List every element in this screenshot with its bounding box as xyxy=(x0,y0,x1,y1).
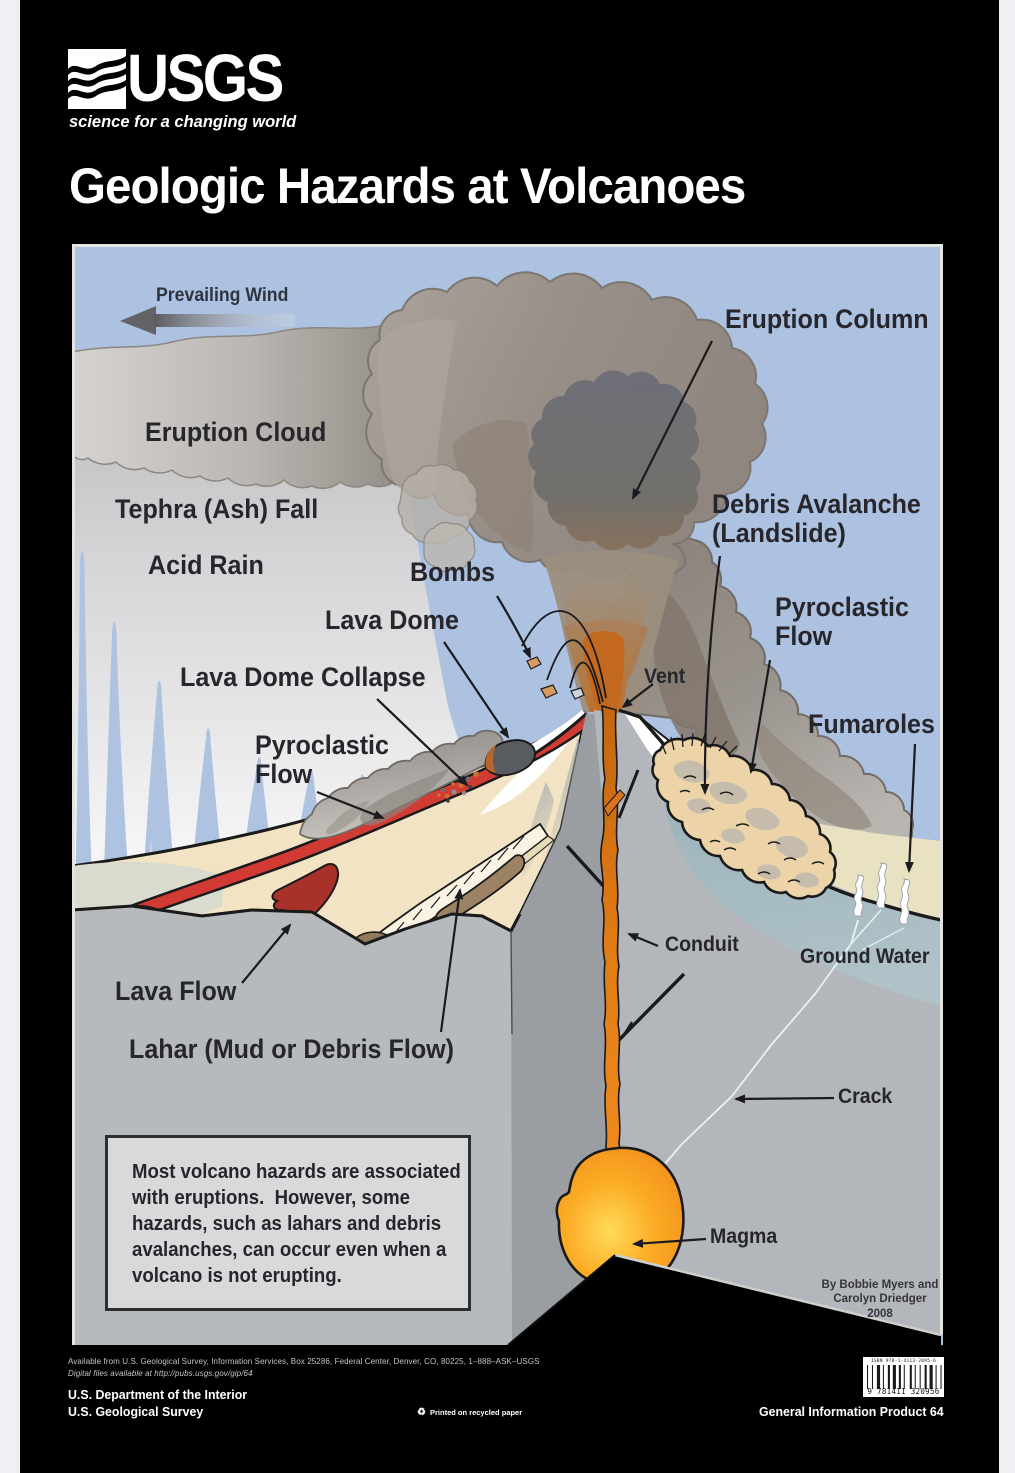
label-fumaroles: Fumaroles xyxy=(808,709,935,739)
label-ground-water: Ground Water xyxy=(800,945,930,968)
barcode-digits: 9 781411 320956 xyxy=(867,1387,940,1396)
prevailing-wind-arrow xyxy=(120,306,295,335)
arrow-magma xyxy=(632,1237,707,1248)
footer-availability: Available from U.S. Geological Survey, I… xyxy=(68,1357,540,1366)
eruption-column-stem xyxy=(543,550,678,714)
dikes xyxy=(565,769,686,1044)
eruption-cloud-band xyxy=(71,325,403,489)
note-text: Most volcano hazards are associated with… xyxy=(132,1161,461,1287)
label-eruption-column: Eruption Column xyxy=(725,304,929,334)
label-conduit: Conduit xyxy=(665,933,739,956)
bombs-fragments xyxy=(526,656,585,700)
label-lava-flow: Lava Flow xyxy=(115,976,237,1006)
arrow-lava-dome xyxy=(443,641,510,739)
label-pyroclastic-right: Pyroclastic Flow xyxy=(775,592,910,652)
label-eruption-cloud: Eruption Cloud xyxy=(145,417,327,447)
label-magma: Magma xyxy=(710,1225,778,1248)
volcano-illustration xyxy=(70,244,943,1346)
usgs-wave-icon xyxy=(68,49,126,109)
footer-department: U.S. Department of the Interior xyxy=(68,1387,248,1402)
illustration-panel: Prevailing Wind Eruption Column Eruption… xyxy=(70,244,943,1346)
footer-recycled-text: Printed on recycled paper xyxy=(430,1408,523,1417)
arrow-lava-flow xyxy=(241,923,292,984)
label-debris-avalanche: Debris Avalanche (Landslide) xyxy=(712,489,921,549)
arrow-conduit xyxy=(627,932,659,948)
magma-chamber xyxy=(555,1146,685,1289)
label-prevailing-wind: Prevailing Wind xyxy=(156,285,289,306)
lava-dome-shape xyxy=(437,739,537,803)
crack-line xyxy=(656,909,905,1174)
label-lava-dome: Lava Dome xyxy=(325,605,459,635)
eruption-cloud-main xyxy=(362,271,769,580)
note-box: Most volcano hazards are associated with… xyxy=(105,1135,471,1311)
usgs-tagline: science for a changing world xyxy=(69,112,297,131)
footer-recycled: ♻ Printed on recycled paper xyxy=(417,1407,523,1418)
arrow-lahar xyxy=(439,888,464,1033)
label-acid-rain: Acid Rain xyxy=(148,550,264,580)
arrow-vent xyxy=(621,683,654,709)
footer-survey: U.S. Geological Survey xyxy=(68,1404,204,1419)
arrow-debris-avalanche xyxy=(700,555,722,795)
page-edge-left xyxy=(0,0,20,1473)
label-vent: Vent xyxy=(644,665,686,688)
label-lahar: Lahar (Mud or Debris Flow) xyxy=(129,1034,455,1064)
conduit-shape xyxy=(600,704,626,1161)
arrow-lava-dome-collapse xyxy=(376,698,469,787)
barcode-bars xyxy=(867,1365,942,1389)
barcode-isbn: ISBN 978-1-4113-2095-6 xyxy=(870,1359,937,1364)
label-lava-dome-collapse: Lava Dome Collapse xyxy=(180,662,426,692)
arrow-crack xyxy=(734,1094,835,1104)
label-pyroclastic-left: Pyroclastic Flow xyxy=(255,730,390,790)
arrow-bombs xyxy=(496,595,532,659)
usgs-logo-text: USGS xyxy=(127,41,284,116)
arrow-fumaroles xyxy=(904,743,917,873)
bottom-cut xyxy=(507,1253,942,1346)
arrow-eruption-column xyxy=(632,340,713,500)
label-tephra-fall: Tephra (Ash) Fall xyxy=(115,494,319,524)
footer-digital-files: Digital files available at http://pubs.u… xyxy=(68,1369,253,1378)
recycle-icon: ♻ xyxy=(417,1407,426,1418)
page-edge-right xyxy=(999,0,1015,1473)
usgs-logo: USGS science for a changing world xyxy=(68,41,308,133)
volcano-right-flank xyxy=(618,708,942,1006)
volcano-left-flank xyxy=(70,710,595,957)
page-title: Geologic Hazards at Volcanoes xyxy=(69,158,746,214)
fumarole-plumes xyxy=(853,862,910,925)
label-crack: Crack xyxy=(838,1085,893,1108)
credit: By Bobbie Myers and Carolyn Driedger 200… xyxy=(821,1279,939,1320)
label-bombs: Bombs xyxy=(410,557,496,587)
label-arrows xyxy=(241,340,917,1248)
bomb-trajectories xyxy=(521,610,607,705)
footer-product: General Information Product 64 xyxy=(759,1404,944,1419)
barcode: ISBN 978-1-4113-2095-6 9 781411 320956 xyxy=(863,1357,944,1397)
arrow-pyroclastic-right xyxy=(748,659,772,774)
arrow-pyroclastic-left xyxy=(316,790,385,820)
debris-avalanche-deposit xyxy=(651,732,837,900)
panel-border xyxy=(72,244,943,1345)
pyroclastic-flow-right-cloud xyxy=(592,526,915,858)
